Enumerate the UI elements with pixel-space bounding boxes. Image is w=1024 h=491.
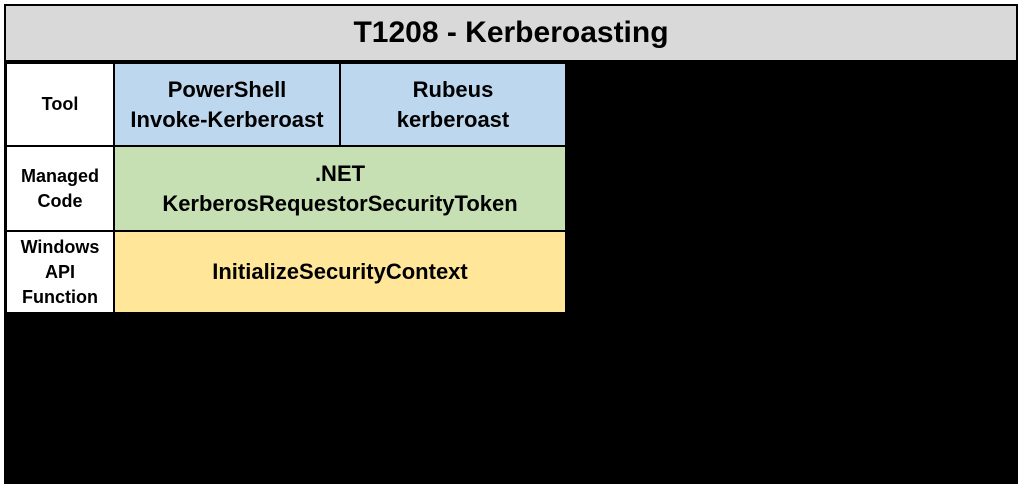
row-label-windows-api-line3: Function (22, 286, 98, 307)
row-label-managed-code-line2: Code (37, 190, 83, 211)
tool-rubeus-line2: kerberoast (396, 106, 510, 132)
row-label-tool-text: Tool (41, 94, 79, 114)
tool-powershell-line1: PowerShell (167, 76, 287, 102)
managed-code-line1: .NET (314, 160, 366, 186)
row-label-windows-api-line2: API (44, 261, 75, 282)
row-label-windows-api-line1: Windows (20, 236, 100, 257)
managed-code-line2: KerberosRequestorSecurityToken (162, 190, 518, 216)
tool-rubeus-cell: Rubeus kerberoast (340, 63, 566, 146)
row-label-windows-api: Windows API Function (6, 231, 114, 313)
row-label-managed-code: Managed Code (6, 146, 114, 231)
diagram-title: T1208 - Kerberoasting (4, 4, 1018, 62)
tool-rubeus-line1: Rubeus (412, 76, 494, 102)
row-label-managed-code-line1: Managed (20, 165, 99, 186)
tool-powershell-cell: PowerShell Invoke-Kerberoast (114, 63, 340, 146)
windows-api-cell: InitializeSecurityContext (114, 231, 566, 313)
managed-code-cell: .NET KerberosRequestorSecurityToken (114, 146, 566, 231)
windows-api-line1: InitializeSecurityContext (212, 259, 468, 284)
tool-powershell-line2: Invoke-Kerberoast (130, 106, 324, 132)
row-label-tool: Tool (6, 63, 114, 146)
diagram-title-text: T1208 - Kerberoasting (353, 16, 669, 49)
